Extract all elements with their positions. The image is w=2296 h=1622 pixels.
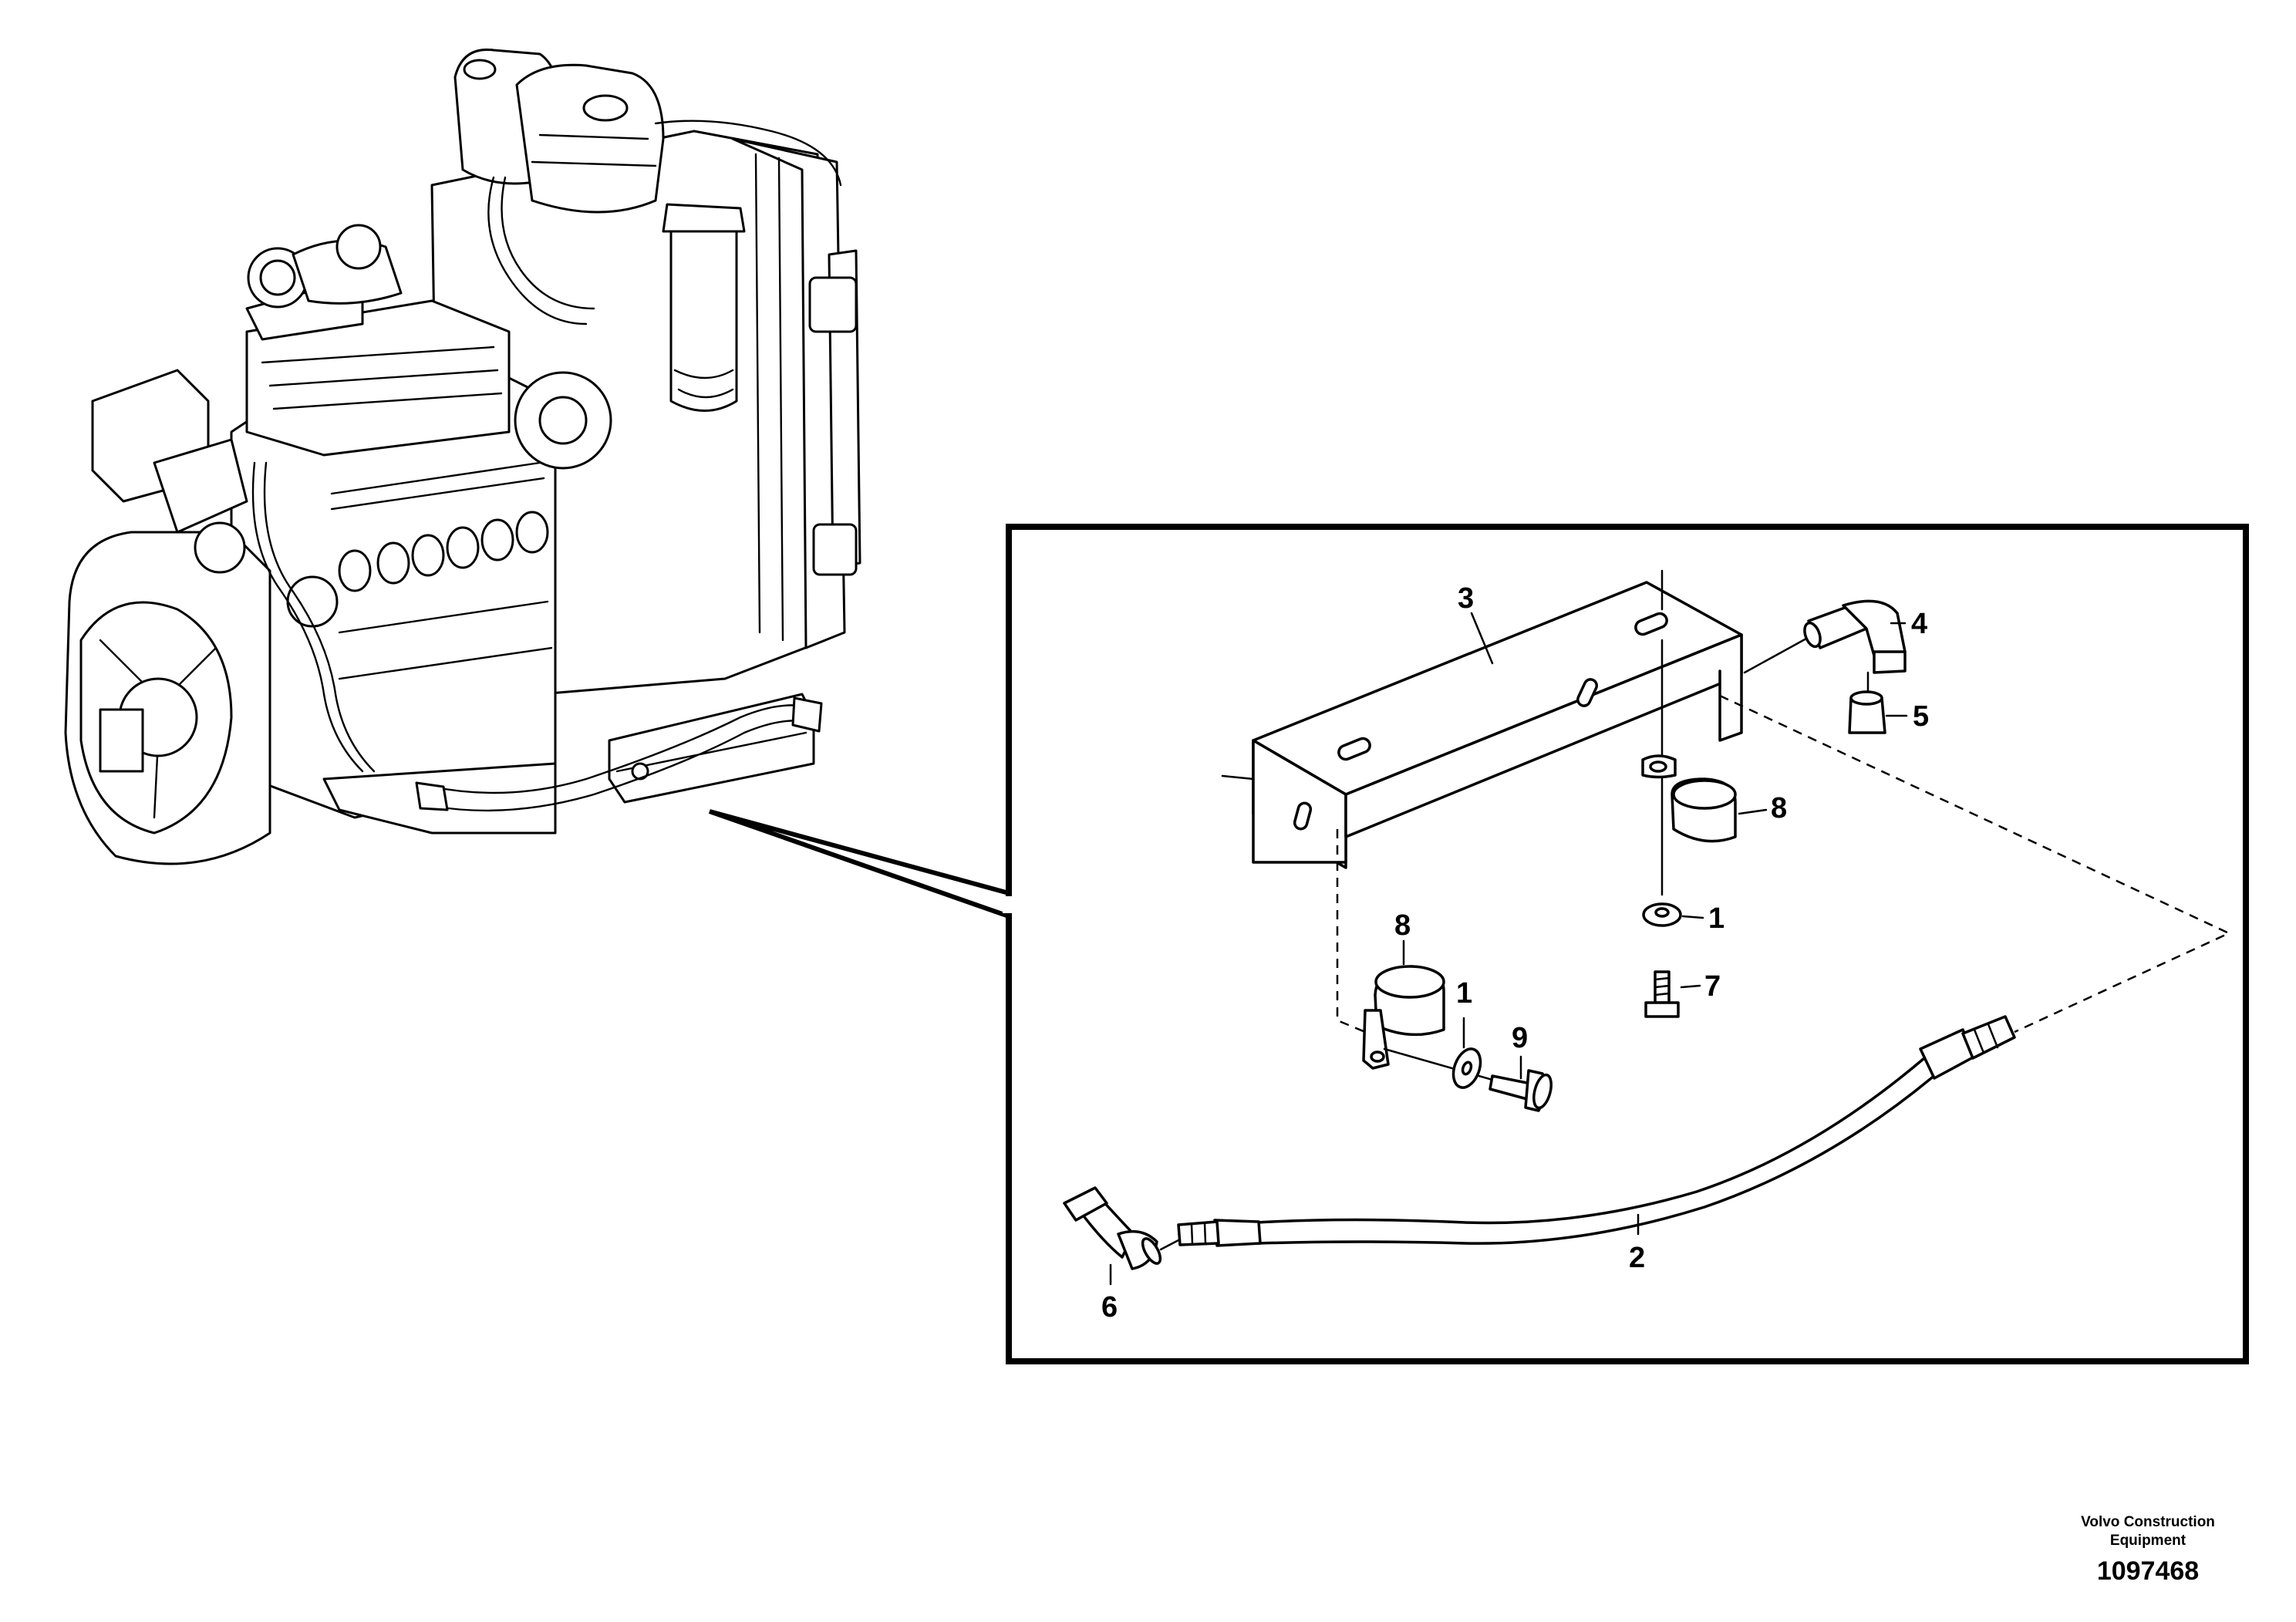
callout-1-lower: 1 xyxy=(1456,977,1472,1010)
drawing-number: 1097468 xyxy=(2096,1556,2200,1586)
elbow-adapter-part xyxy=(1063,1186,1180,1270)
hose-part xyxy=(1177,1015,2016,1247)
screw-part xyxy=(1644,970,1680,1018)
washer-upper xyxy=(1642,902,1682,927)
callout-7: 7 xyxy=(1704,970,1721,1003)
leader-lines xyxy=(1109,612,1908,1286)
clamp-part-lower xyxy=(1362,965,1445,1070)
company-name-line2: Equipment xyxy=(2109,1533,2186,1549)
detail-pointer xyxy=(709,809,1011,920)
callout-8-lower: 8 xyxy=(1394,909,1411,942)
bolt-part xyxy=(1489,1069,1553,1112)
company-name: Volvo Construction Equipment xyxy=(2055,1513,2240,1550)
callout-1-upper: 1 xyxy=(1708,902,1725,935)
callout-2: 2 xyxy=(1629,1242,1645,1274)
clamp-part-upper xyxy=(1641,754,1737,843)
callout-3: 3 xyxy=(1458,582,1474,615)
callout-6: 6 xyxy=(1101,1291,1118,1324)
engine-assembly-illustration xyxy=(64,48,861,865)
bracket-part xyxy=(1221,581,1743,869)
callout-9: 9 xyxy=(1512,1022,1528,1054)
washer-lower xyxy=(1451,1047,1482,1089)
callout-4: 4 xyxy=(1911,608,1927,640)
assembly-guide-dashed-left xyxy=(1336,829,1370,1035)
elbow-fitting-part xyxy=(1743,599,1907,674)
callout-8-upper: 8 xyxy=(1771,792,1787,824)
assembly-guide-dashed-right xyxy=(1719,694,2231,1034)
callout-5: 5 xyxy=(1913,700,1929,733)
company-name-line1: Volvo Construction xyxy=(2081,1514,2215,1530)
cap-nut-part xyxy=(1848,671,1886,734)
